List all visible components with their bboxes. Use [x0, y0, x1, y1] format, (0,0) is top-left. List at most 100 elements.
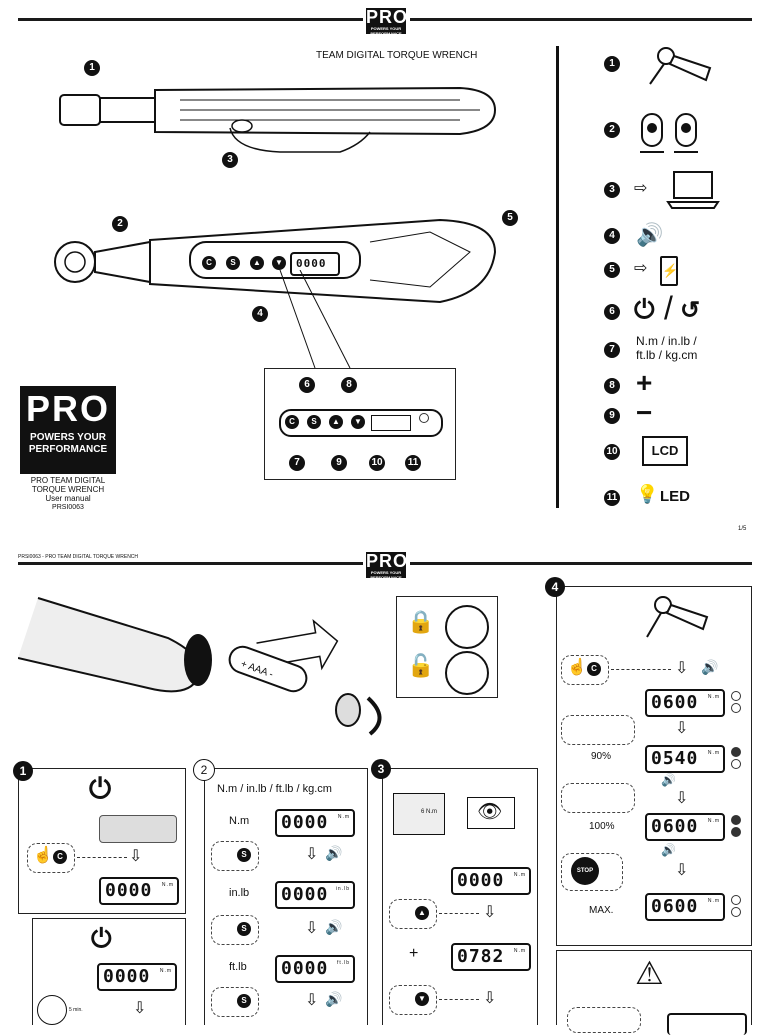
step3-btn-up: ▲ [415, 906, 429, 920]
legend-5-arrow-icon: ⇨ [634, 260, 648, 277]
legend-6: 6 [604, 304, 620, 320]
step2-arrow-1: ⇩ [305, 846, 319, 863]
cap-open [445, 651, 489, 695]
lock-open-icon: 🔓 [407, 653, 435, 678]
step2-unit-ftlb: ft.lb [229, 961, 247, 973]
step1-badge: 1 [13, 761, 33, 781]
step4-stop-box [561, 853, 623, 891]
step4-dash-1 [611, 669, 671, 670]
wrench-btn-down: ▼ [272, 256, 286, 270]
zoom-lcd [371, 415, 411, 431]
legend-2-ratchet-icon [640, 113, 698, 153]
six-nm-label: 6 N.m [421, 809, 438, 815]
step4-wrench-icon [646, 596, 709, 638]
step1-btn-c: C [53, 850, 67, 864]
callout-4: 4 [252, 306, 268, 322]
step4-arrow-2: ⇩ [675, 720, 689, 737]
step2-lcd-inlb-unit: in.lb [335, 886, 350, 892]
callout-1: 1 [84, 60, 100, 76]
step4-ratchet-90 [561, 715, 635, 745]
step3-arrow-1: ⇩ [483, 904, 497, 921]
step3-plus: + [409, 945, 419, 962]
step2-lcd-ftlb-value: 0000 [281, 958, 329, 979]
step4-speaker-3: 🔊 [661, 843, 676, 857]
step4-speaker-2: 🔊 [661, 773, 676, 787]
step4-led-2a [731, 747, 741, 757]
step2-lcd-nm-unit: N.m [337, 814, 350, 820]
step1-arrow: ⇩ [129, 848, 143, 865]
manual-logo-text: PRO [25, 388, 110, 429]
step2-speaker-1: 🔊 [325, 845, 343, 861]
step4-max: MAX. [589, 905, 614, 916]
legend-2: 2 [604, 122, 620, 138]
page2-rule-left [18, 562, 363, 565]
bulb-icon: 💡 [636, 484, 659, 504]
legend-4: 4 [604, 228, 620, 244]
legend-10: 10 [604, 444, 620, 460]
timer-icon [37, 995, 67, 1025]
step1-finger-icon: ☝ [33, 847, 53, 864]
step3-arrow-2: ⇩ [483, 990, 497, 1007]
legend-5: 5 [604, 262, 620, 278]
cap-closed [445, 605, 489, 649]
wrench-lcd: 0000 [290, 252, 340, 276]
callout-10: 10 [369, 455, 385, 471]
legend-3-arrow-icon: ⇨ [634, 180, 648, 197]
wrench-btn-s: S [226, 256, 240, 270]
callout-6: 6 [299, 377, 315, 393]
wrench-btn-c: C [202, 256, 216, 270]
wrench-btn-up: ▲ [250, 256, 264, 270]
legend-1: 1 [604, 56, 620, 72]
pro-logo-page2: PRO POWERS YOUR PERFORMANCE [366, 551, 409, 580]
step1-blank-lcd [99, 815, 177, 843]
step3-dash-2 [439, 999, 479, 1000]
step4-press-c [561, 655, 609, 685]
manual-info: PRO TEAM DIGITAL TORQUE WRENCH User manu… [20, 476, 116, 512]
step1-press-c [27, 843, 75, 873]
step3-lcd-2-value: 0782 [457, 946, 505, 967]
legend-7: 7 [604, 342, 620, 358]
step2-btn-s1: S [237, 848, 251, 862]
step4-arrow-1: ⇩ [675, 660, 689, 677]
power-icon: ⏻ [634, 294, 655, 324]
led-label: LED [660, 488, 690, 505]
wrench-side-view [59, 86, 497, 153]
wrench-lcd-readout: 0000 [296, 257, 327, 270]
legend-11: 11 [604, 490, 620, 506]
units-line-2: ft.lb / kg.cm [636, 348, 698, 362]
step1-power-icon: ⏻ [89, 773, 112, 804]
zoom-panel [279, 409, 443, 437]
logo-tagline: POWERS YOUR PERFORMANCE [370, 26, 402, 36]
header-title: TEAM DIGITAL TORQUE WRENCH [316, 50, 478, 61]
step4-ratchet-100 [561, 783, 635, 813]
step2-badge: 2 [193, 759, 215, 781]
manual-cover-logo: PRO POWERS YOUR PERFORMANCE [20, 386, 116, 474]
step4-speaker-1: 🔊 [701, 659, 719, 675]
power-off-icon: ⏻ [91, 923, 112, 953]
step4-led-4b [731, 907, 741, 917]
step4-led-2b [731, 759, 741, 769]
step4-lcd-3-value: 0600 [651, 816, 699, 837]
logo2-text: PRO [366, 551, 409, 571]
legend-3: 3 [604, 182, 620, 198]
step3-dash-1 [439, 913, 479, 914]
zoom-btn-down: ▼ [351, 415, 365, 429]
step4-led-1b [731, 703, 741, 713]
step4-led-3b [731, 827, 741, 837]
step2-title: N.m / in.lb / ft.lb / kg.cm [217, 783, 332, 795]
callout-3: 3 [222, 152, 238, 168]
manual-sub: User manual [45, 494, 91, 503]
logo2-tagline: POWERS YOUR PERFORMANCE [370, 570, 402, 580]
callout-7: 7 [289, 455, 305, 471]
step2-press-s2 [211, 915, 259, 945]
step2-press-s3 [211, 987, 259, 1017]
